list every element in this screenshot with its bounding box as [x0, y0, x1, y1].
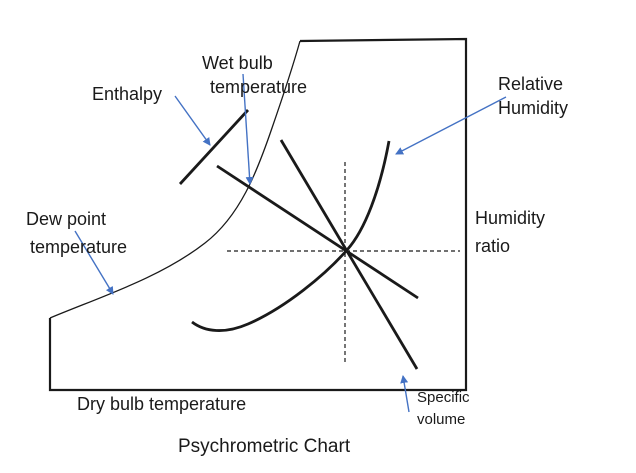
specific-volume-label: Specific volume [417, 387, 470, 431]
humidity-ratio-label-line2: ratio [475, 236, 511, 256]
saturation-curve [49, 40, 301, 319]
relative-humidity-arrow [395, 96, 507, 155]
dew-point-arrow [74, 230, 114, 295]
dry-bulb-label: Dry bulb temperature [77, 394, 247, 414]
relative-humidity-label-line2: Humidity [498, 98, 569, 118]
specific-volume-label-line2: volume [417, 411, 466, 428]
chart-border [48, 37, 468, 392]
wet-bulb-arrow [242, 73, 254, 185]
wet-bulb-label: Wet bulb temperature [202, 51, 307, 99]
wet-bulb-label-line1: Wet bulb [202, 53, 273, 73]
enthalpy-label: Enthalpy [92, 84, 163, 104]
wet-bulb-line [216, 164, 419, 300]
specific-volume-arrow [400, 375, 410, 413]
enthalpy-line [178, 109, 250, 185]
relative-humidity-curve [191, 140, 391, 332]
dew-point-label: Dew point temperature [26, 205, 127, 261]
humidity-ratio-label: Humidity ratio [475, 204, 545, 260]
chart-title: Psychrometric Chart [178, 436, 351, 457]
dew-point-label-line2: temperature [30, 237, 128, 257]
specific-volume-line [279, 139, 419, 370]
specific-volume-label-line1: Specific [417, 389, 470, 406]
relative-humidity-label: Relative Humidity [498, 72, 568, 120]
wet-bulb-label-line2: temperature [210, 77, 308, 97]
enthalpy-arrow [174, 95, 211, 146]
humidity-ratio-label-line1: Humidity [475, 208, 546, 228]
dew-point-label-line1: Dew point [26, 209, 107, 229]
relative-humidity-label-line1: Relative [498, 74, 564, 94]
